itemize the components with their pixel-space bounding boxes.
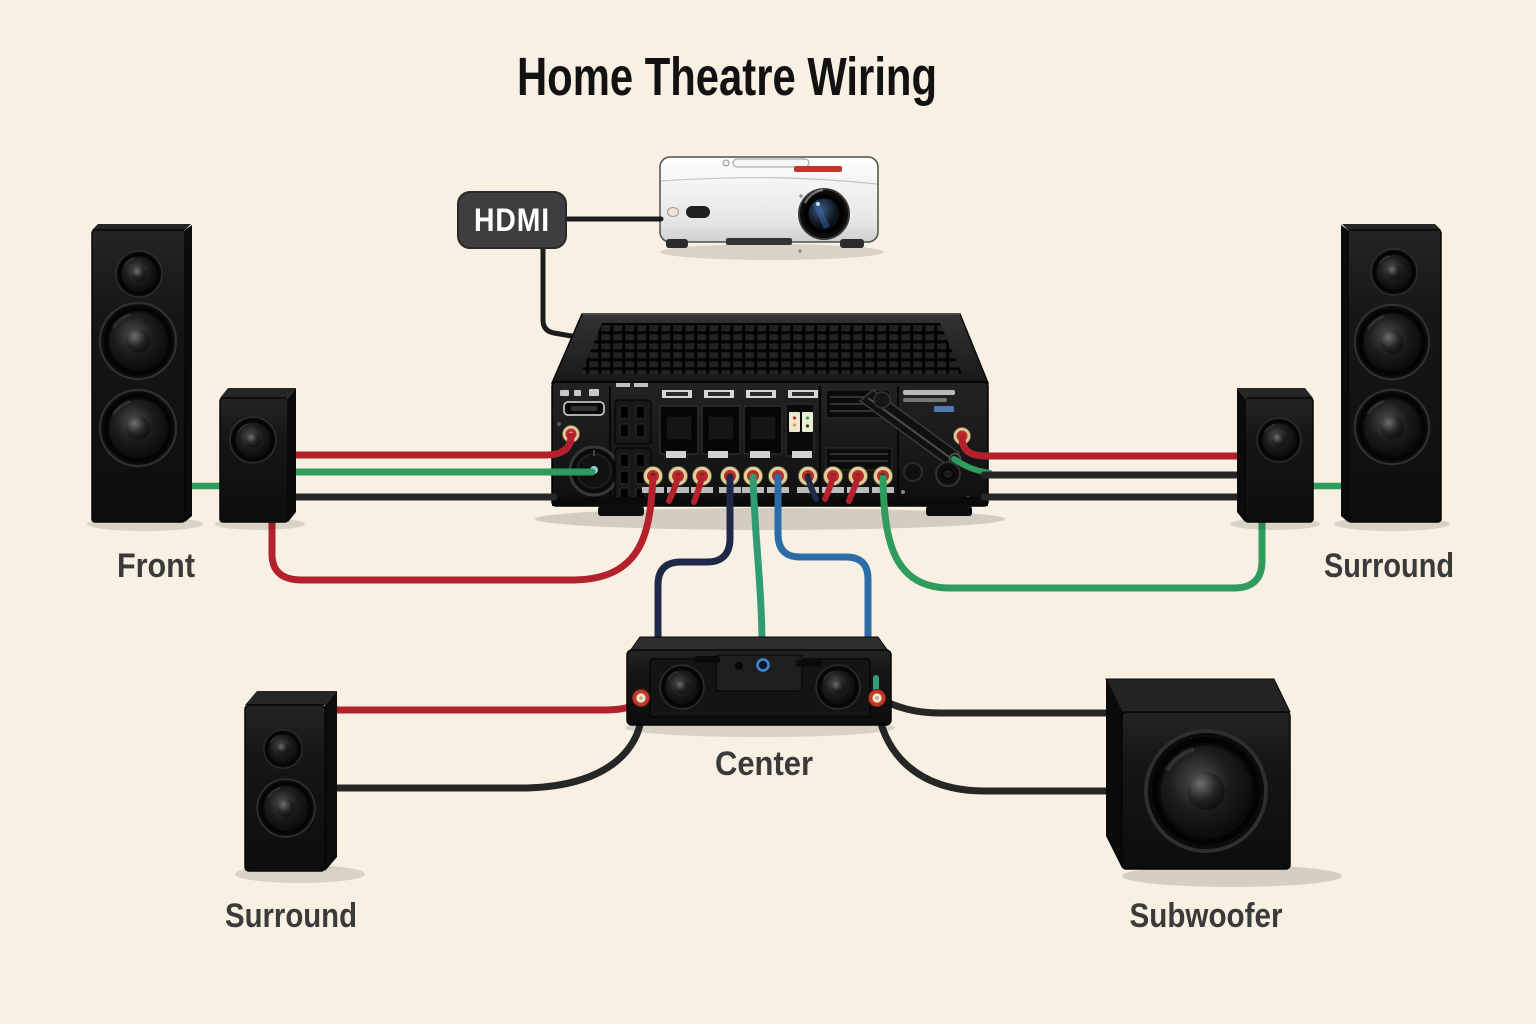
projector-top-button	[722, 159, 730, 167]
surround-left-bookshelf-speaker	[235, 691, 365, 883]
label-surround-right: Surround	[1324, 547, 1454, 585]
label-subwoofer: Subwoofer	[1130, 897, 1283, 935]
receiver-bottom-strip	[552, 497, 988, 506]
center-speaker	[625, 636, 895, 737]
center-jack-right	[868, 689, 886, 707]
wire-stub-navy	[805, 475, 819, 502]
speaker-driver	[114, 249, 164, 299]
wiring	[172, 432, 1364, 795]
speaker-driver	[1369, 247, 1419, 297]
wire-stub-red-1	[666, 474, 681, 504]
projector-top-slot	[732, 158, 810, 168]
wire-stub-red-4	[846, 474, 861, 504]
label-center: Center	[715, 745, 813, 783]
input-block-row	[659, 403, 815, 457]
speaker-driver	[262, 728, 304, 770]
center-led-ring	[756, 658, 770, 672]
front-tower-speaker	[87, 224, 203, 531]
wire-stub-red-2	[691, 474, 705, 505]
projector-power-button	[667, 207, 679, 217]
projector-top-edge	[660, 176, 878, 185]
mini-knob	[903, 462, 923, 482]
front-bookshelf-speaker	[215, 388, 305, 530]
label-surround-left: Surround	[225, 897, 357, 935]
center-ir-dot	[735, 662, 743, 670]
wire-front-red	[288, 432, 575, 459]
surround-right-bookshelf-speaker	[1230, 388, 1320, 530]
wire-center-teal	[749, 473, 766, 650]
speaker-driver	[255, 777, 317, 839]
hdmi-callout: HDMI	[457, 191, 664, 340]
hdmi-label-box	[457, 191, 567, 249]
subwoofer	[1105, 678, 1342, 887]
projector-ir-slot	[686, 206, 710, 218]
speaker-driver	[228, 415, 278, 465]
mini-label-row	[666, 451, 812, 458]
subwoofer-shadow	[1122, 865, 1342, 887]
speaker-driver	[1255, 416, 1303, 464]
center-jack-left	[632, 689, 650, 707]
wire-stub-red-3	[822, 474, 836, 502]
projector-mark-bottom	[798, 249, 802, 253]
blue-label-chip	[934, 406, 954, 412]
subwoofer-driver	[1146, 731, 1266, 851]
projector-mark-top	[799, 194, 803, 198]
projector	[659, 156, 884, 260]
speaker-driver	[98, 301, 178, 381]
speaker-driver	[1352, 302, 1432, 382]
wire-stubs	[666, 474, 861, 505]
projector-lens	[798, 188, 850, 240]
wire-center-blue	[774, 473, 872, 650]
receiver-input-section	[659, 390, 818, 458]
speaker-binding-posts	[614, 383, 652, 506]
speaker-driver	[814, 663, 862, 711]
speaker-driver	[658, 663, 706, 711]
wire-center-navy	[654, 473, 734, 650]
surround-right-tower-speaker	[1334, 224, 1450, 531]
receiver-feet	[598, 506, 972, 516]
projector-feet	[666, 238, 864, 248]
diagram-labels: Front Surround Center Surround Subwoofer	[117, 547, 1454, 935]
wire-front-red-loop	[268, 474, 657, 584]
speaker-driver	[1352, 387, 1432, 467]
hdmi-label-text: HDMI	[474, 202, 550, 238]
wire-surround-right-green-loop	[879, 474, 1266, 592]
input-label-plates	[662, 390, 818, 398]
diagram-title: Home Theatre Wiring	[517, 47, 937, 107]
antenna-lever	[858, 389, 962, 466]
projector-red-badge	[794, 166, 842, 172]
speaker-driver	[98, 388, 178, 468]
wire-surround-right-red	[958, 433, 1250, 460]
receiver-right-section	[858, 389, 971, 504]
receiver-vent-grille	[581, 323, 962, 374]
projector-shadow	[660, 244, 884, 260]
hdmi-cable-vertical	[540, 244, 580, 340]
av-receiver	[535, 313, 1005, 530]
label-front: Front	[117, 547, 195, 585]
